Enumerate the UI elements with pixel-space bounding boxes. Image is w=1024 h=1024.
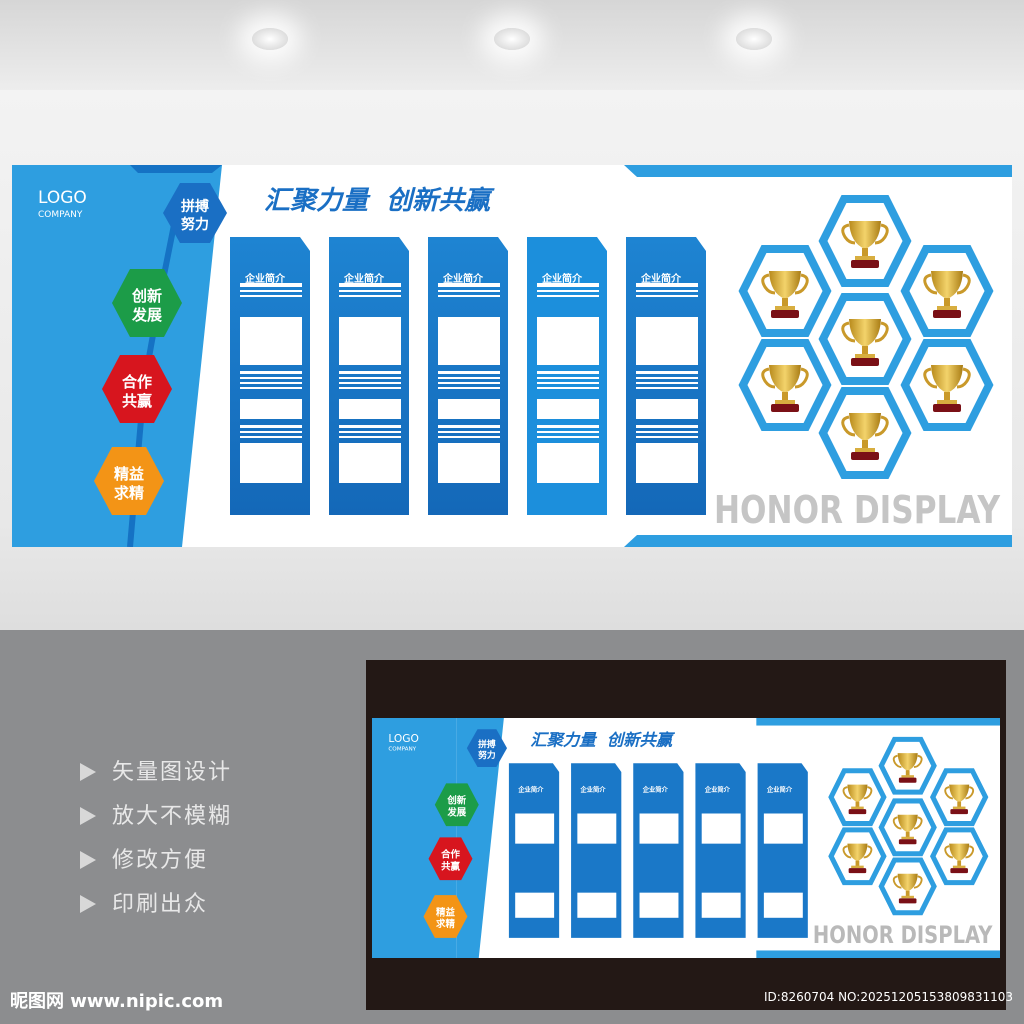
thumb-company-text: COMPANY [388,747,416,753]
thumb-hex-label: 拼搏 [478,738,496,750]
hex-group [94,183,227,515]
thumb-hex-label: 努力 [478,749,496,761]
honor-wall-board: LOGO COMPANY 汇聚力量 创新共赢 拼搏 努力 创新 发展 合作 共赢… [12,165,1012,547]
play-triangle-icon [80,807,96,825]
company-text: COMPANY [38,210,83,220]
honor-display-title: HONOR DISPLAY [714,488,1000,532]
hex-label: 发展 [131,306,162,324]
play-triangle-icon [80,851,96,869]
panel-title: 企业简介 [442,272,484,285]
slogan-title: 汇聚力量 创新共赢 [264,186,495,216]
panel-title: 企业简介 [343,272,385,285]
image-id: ID:8260704 NO:20251205153809831103 [764,990,1014,1004]
thumbnail-graphic: LOGO COMPANY 汇聚力量 创新共赢 拼搏 努力 创新 发展 合作 共赢… [372,718,1000,958]
thumb-panel-title: 企业简介 [518,785,544,794]
thumb-hex-label: 精益 [436,906,455,918]
spotlight [494,28,530,50]
gallery-ceiling [0,0,1024,90]
play-triangle-icon [80,895,96,913]
logo-text: LOGO [38,188,87,208]
thumb-hex-label: 创新 [446,794,466,806]
panel-title: 企业简介 [244,272,286,285]
thumb-panel-title: 企业简介 [767,785,793,794]
hex-label: 共赢 [122,392,152,410]
thumb-panel-title: 企业简介 [581,785,607,794]
feature-item: 放大不模糊 [80,798,232,830]
feature-label: 修改方便 [112,848,209,873]
hex-label: 精益 [114,465,144,483]
feature-item: 印刷出众 [80,886,208,918]
site-watermark: 昵图网 www.nipic.com [10,991,224,1012]
feature-label: 放大不模糊 [112,804,233,829]
hex-label: 创新 [131,287,162,305]
play-triangle-icon [80,763,96,781]
hex-label: 拼搏 [181,198,209,215]
spotlight [736,28,772,50]
feature-label: 矢量图设计 [112,760,233,785]
hex-label: 合作 [121,373,152,391]
thumb-hex-label: 发展 [446,806,466,818]
feature-label: 印刷出众 [112,892,209,917]
thumb-panel-title: 企业简介 [705,785,731,794]
hex-label: 努力 [181,216,209,233]
thumb-panel-title: 企业简介 [643,785,669,794]
hex-label: 求精 [114,484,144,502]
thumb-hex-label: 合作 [441,848,460,860]
thumbnail-frame: LOGO COMPANY 汇聚力量 创新共赢 拼搏 努力 创新 发展 合作 共赢… [366,660,1006,1010]
feature-item: 修改方便 [80,842,208,874]
panel-title: 企业简介 [541,272,583,285]
board-thumbnail: LOGO COMPANY 汇聚力量 创新共赢 拼搏 努力 创新 发展 合作 共赢… [372,718,1000,958]
thumb-slogan: 汇聚力量 创新共赢 [530,731,676,750]
panel-title: 企业简介 [640,272,682,285]
thumb-hex-label: 共赢 [441,860,460,872]
thumb-logo-text: LOGO [388,732,419,745]
board-graphic: LOGO COMPANY 汇聚力量 创新共赢 拼搏 努力 创新 发展 合作 共赢… [12,165,1012,547]
spotlight [252,28,288,50]
panel-group [230,237,706,515]
thumb-hex-label: 求精 [436,918,455,930]
thumb-honor-title: HONOR DISPLAY [813,921,993,949]
feature-item: 矢量图设计 [80,754,232,786]
